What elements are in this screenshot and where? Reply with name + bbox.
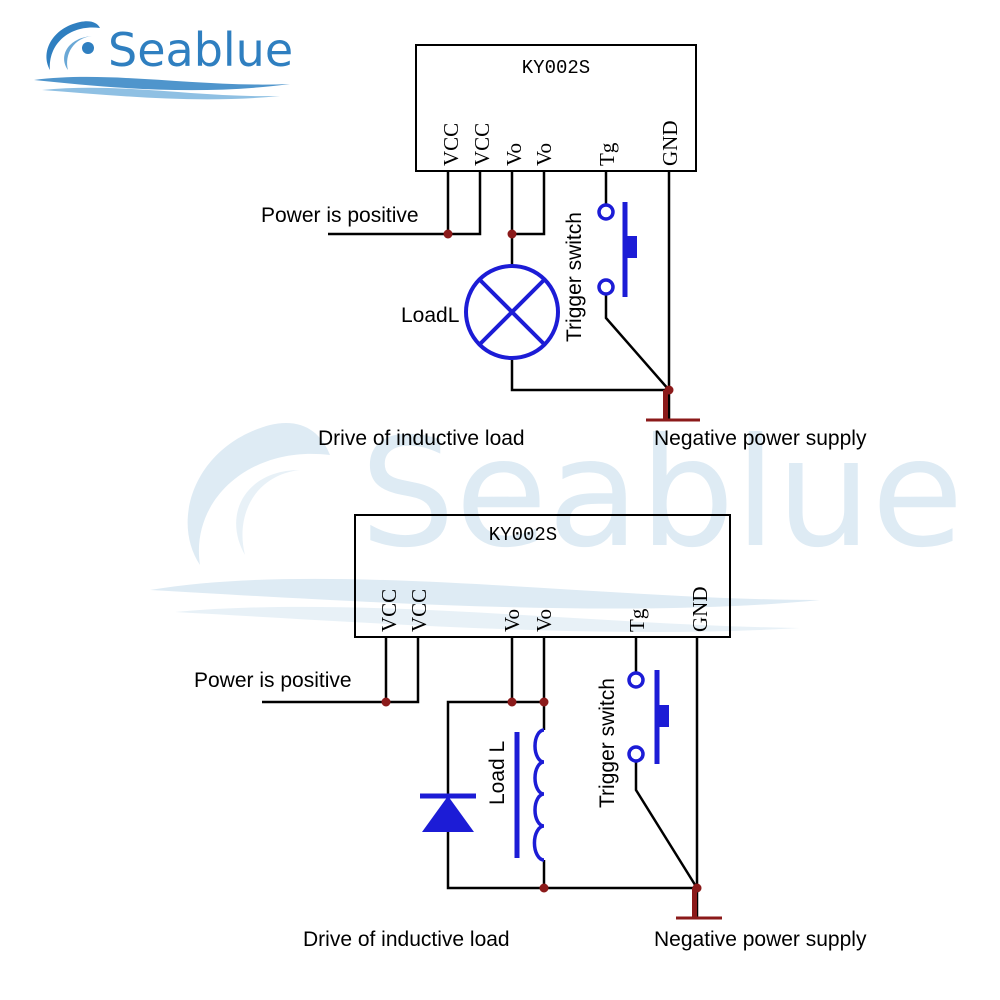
wave-logo-icon (34, 21, 290, 100)
watermark-wave-icon (150, 423, 820, 632)
pin-label-vo-2: Vo (532, 143, 556, 166)
load-label: Load L (486, 741, 509, 805)
wires-top (328, 171, 671, 420)
junction-dot (381, 697, 391, 707)
power-label: Power is positive (194, 669, 352, 692)
ground-symbol (676, 888, 722, 920)
module-name: KY002S (522, 57, 590, 79)
ground-symbol (646, 390, 700, 422)
pin-label-tg: Tg (625, 608, 649, 632)
circuit-top: KY002S VCC VCC Vo Vo Tg GND (261, 44, 867, 450)
circuit-bottom: KY002S VCC VCC Vo Vo Tg GND (194, 514, 867, 951)
diode-icon (420, 793, 476, 832)
trigger-switch-icon (627, 670, 669, 764)
pin-label-tg: Tg (595, 142, 619, 166)
caption-label: Drive of inductive load (318, 427, 525, 450)
lamp-load-icon (464, 264, 560, 360)
switch-label: Trigger switch (596, 678, 619, 808)
trigger-switch-icon (597, 202, 637, 297)
brand-logo: Seablue (34, 21, 293, 100)
module-name: KY002S (489, 524, 557, 546)
pin-label-vo-1: Vo (500, 609, 524, 632)
pin-label-vo-1: Vo (502, 143, 526, 166)
junction-dot (507, 229, 517, 239)
pin-label-vcc-1: VCC (439, 123, 463, 166)
junction-dot (539, 697, 549, 707)
inductor-icon (514, 728, 545, 862)
pin-label-vo-2: Vo (532, 609, 556, 632)
pin-label-gnd: GND (688, 587, 712, 633)
ground-label: Negative power supply (654, 928, 867, 951)
load-label: LoadL (401, 304, 459, 327)
module-box (354, 514, 731, 638)
watermark: Seablue (150, 407, 964, 632)
pin-label-vcc-1: VCC (377, 589, 401, 632)
pin-label-gnd: GND (658, 121, 682, 167)
wires-bottom (262, 637, 699, 918)
module-box (415, 44, 697, 172)
caption-label: Drive of inductive load (303, 928, 510, 951)
junction-dot (539, 883, 549, 893)
logo-text: Seablue (108, 23, 293, 77)
pin-label-vcc-2: VCC (470, 123, 494, 166)
switch-label: Trigger switch (563, 212, 586, 342)
ground-label: Negative power supply (654, 427, 867, 450)
watermark-text: Seablue (360, 407, 964, 581)
power-label: Power is positive (261, 204, 419, 227)
junction-dot (443, 229, 453, 239)
junction-dot (507, 697, 517, 707)
pin-label-vcc-2: VCC (407, 589, 431, 632)
